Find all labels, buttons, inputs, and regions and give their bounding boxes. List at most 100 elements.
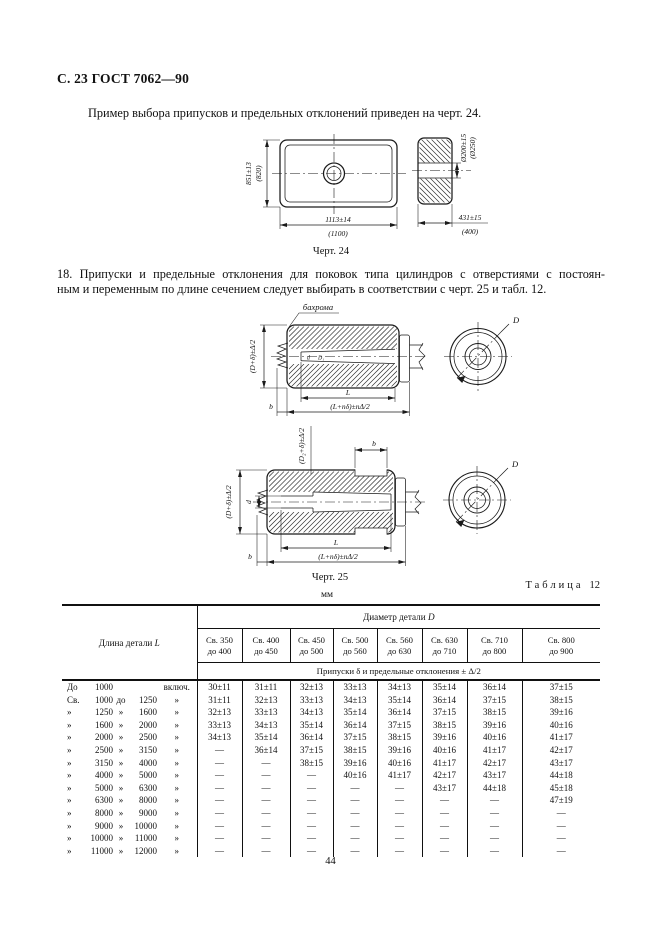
length-range-cell: »10000»11000» bbox=[67, 833, 179, 844]
fig25-D-label-top: D bbox=[512, 315, 520, 325]
allowance-value-cell: 35±14 bbox=[241, 731, 290, 744]
allowance-value-cell: 37±15 bbox=[421, 706, 467, 719]
allowance-value-cell: — bbox=[241, 781, 290, 795]
allowance-value-cell: — bbox=[521, 844, 601, 858]
allowance-header-row: Припуски δ и предельные отклонения ± Δ/2 bbox=[62, 662, 601, 681]
table-label-number: 12 bbox=[589, 580, 601, 591]
allowance-value-cell: — bbox=[421, 832, 467, 845]
allowance-value-cell: 41±17 bbox=[521, 731, 601, 744]
allowance-value-cell: — bbox=[289, 806, 333, 820]
allowance-value-cell: — bbox=[466, 844, 522, 858]
fig24-height-nominal: (820) bbox=[254, 165, 263, 182]
paragraph-18: 18. Припуски и предельные отклонения для… bbox=[57, 267, 605, 296]
table-label-word: Таблица bbox=[525, 580, 584, 591]
length-column-header: Длина детали L bbox=[62, 605, 198, 681]
allowance-value-cell: — bbox=[241, 794, 290, 807]
allowance-value-cell: 36±14 bbox=[241, 743, 290, 757]
allowance-value-cell: — bbox=[332, 794, 377, 807]
allowance-value-cell: — bbox=[376, 806, 422, 820]
allowance-value-cell: — bbox=[196, 844, 242, 858]
allowance-value-cell: 42±17 bbox=[421, 769, 467, 782]
fig25-d-dim: d bbox=[244, 500, 253, 504]
allowance-value-cell: — bbox=[376, 794, 422, 807]
allowance-value-cell: 38±15 bbox=[376, 731, 422, 744]
allowance-value-cell: 34±13 bbox=[241, 718, 290, 732]
paragraph-18-line2: ным и переменным по длине сечением следу… bbox=[57, 281, 547, 296]
fig24-width-dim: 1113±14 bbox=[325, 215, 351, 224]
length-header-var: L bbox=[154, 637, 160, 648]
allowance-value-cell: — bbox=[289, 781, 333, 795]
allowance-value-cell: — bbox=[241, 806, 290, 820]
fig25-caption: Черт. 25 bbox=[312, 572, 348, 583]
allowance-value-cell: 37±15 bbox=[466, 693, 522, 707]
fig24-hole-dim: Ø200±15 bbox=[459, 134, 468, 164]
table-row: »9000»10000»———————— bbox=[62, 819, 601, 833]
allowance-value-cell: — bbox=[466, 806, 522, 820]
hatch-band bbox=[419, 139, 451, 163]
allowance-value-cell: 43±17 bbox=[421, 781, 467, 795]
length-range-cell: »4000»5000» bbox=[67, 770, 179, 781]
fig25-fringe-label: бахрома bbox=[303, 302, 333, 312]
fig25-d1-label: D₁ bbox=[317, 356, 324, 362]
allowance-value-cell: — bbox=[421, 806, 467, 820]
allowance-value-cell: — bbox=[241, 756, 290, 770]
intro-paragraph: Пример выбора припусков и предельных отк… bbox=[88, 106, 482, 120]
allowance-value-cell: — bbox=[196, 806, 242, 820]
allowance-value-cell: 32±13 bbox=[241, 693, 290, 707]
allowance-value-cell: 38±15 bbox=[332, 743, 377, 757]
allowance-value-cell: 37±15 bbox=[289, 743, 333, 757]
allowance-value-cell: 39±16 bbox=[521, 706, 601, 719]
allowance-value-cell: 40±16 bbox=[421, 743, 467, 757]
table-row: »10000»11000»———————— bbox=[62, 832, 601, 845]
allowance-value-cell: 34±13 bbox=[289, 706, 333, 719]
allowance-value-cell: 44±18 bbox=[521, 769, 601, 782]
fig25-mid-dim: (D₂+δ)±Δ/2 bbox=[297, 428, 306, 464]
fig25-b-label-top: b bbox=[269, 402, 273, 411]
allowance-value-cell: 40±16 bbox=[376, 756, 422, 770]
allowance-value-cell: — bbox=[196, 819, 242, 833]
allowance-value-cell: 35±14 bbox=[332, 706, 377, 719]
allowance-value-cell: 43±17 bbox=[521, 756, 601, 770]
allowance-value-cell: — bbox=[521, 819, 601, 833]
allowance-value-cell: 33±13 bbox=[196, 718, 242, 732]
fig24-thickness-dim: 431±15 bbox=[459, 213, 482, 222]
allowance-value-cell: — bbox=[332, 781, 377, 795]
figure-24-drawing: 851±13 (820) 1113±14 (1100) Ø200±15 (Ø25… bbox=[244, 134, 488, 257]
diameter-header-text: Диаметр детали bbox=[362, 612, 426, 622]
allowance-value-cell: 39±16 bbox=[421, 731, 467, 744]
fig25-end-view-bottom: D bbox=[443, 459, 519, 534]
length-range-cell: »11000»12000» bbox=[67, 845, 179, 856]
allowance-value-cell: 36±14 bbox=[466, 680, 522, 694]
fig24-width-nominal: (1100) bbox=[328, 229, 348, 238]
diameter-header-var: D bbox=[427, 612, 435, 622]
figure-25-drawing: бахрома d D₁ (D+δ)±Δ/2 bbox=[224, 302, 520, 583]
allowance-value-cell: 32±13 bbox=[196, 706, 242, 719]
fig25-outer-dim-top: (D+δ)±Δ/2 bbox=[248, 340, 257, 374]
fig24-height-dim: 851±13 bbox=[244, 162, 253, 185]
allowance-value-cell: 41±17 bbox=[376, 769, 422, 782]
table-row: »6300»8000»———————47±19 bbox=[62, 794, 601, 807]
allowance-value-cell: 33±13 bbox=[289, 693, 333, 707]
table-row: »8000»9000»———————— bbox=[62, 806, 601, 820]
allowance-value-cell: 35±14 bbox=[376, 693, 422, 707]
allowance-value-cell: — bbox=[376, 781, 422, 795]
allowance-value-cell: 37±15 bbox=[332, 731, 377, 744]
allowance-value-cell: 38±15 bbox=[521, 693, 601, 707]
allowance-value-cell: 42±17 bbox=[466, 756, 522, 770]
allowance-value-cell: 33±13 bbox=[241, 706, 290, 719]
allowance-value-cell: 36±14 bbox=[376, 706, 422, 719]
allowance-value-cell: 38±15 bbox=[421, 718, 467, 732]
fig25-variable-section-view: (D₂+δ)±Δ/2 b bbox=[224, 426, 427, 566]
